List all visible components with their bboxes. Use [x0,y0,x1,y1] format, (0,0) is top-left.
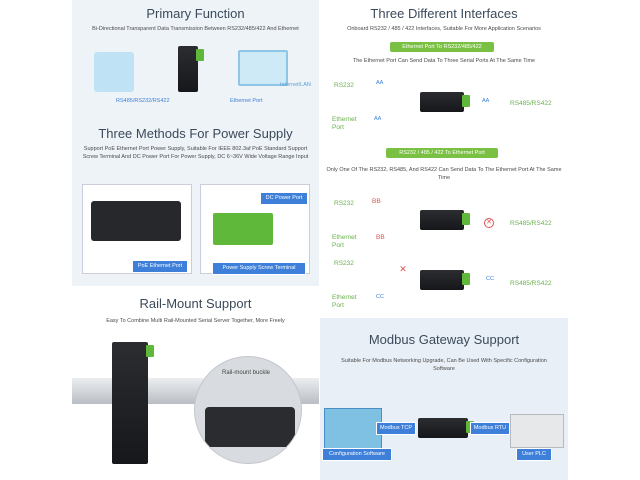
desc-ethernet-to-serial: The Ethernet Port Can Send Data To Three… [352,58,536,64]
screw-terminal-label: Power Supply Screw Terminal [212,262,306,275]
aa-label-3: AA [482,98,490,104]
ethernet-label-1: Ethernet Port [332,116,357,131]
poe-device-image [91,201,181,241]
bb-label-1: BB [372,198,381,205]
rail-title: Rail-Mount Support [139,296,252,311]
rs485-label-3: RS485/RS422 [510,280,552,287]
primary-subtitle: Bi-Directional Transparent Data Transmis… [92,26,299,32]
interfaces-subtitle: Onboard RS232 / 485 / 422 Interfaces, Su… [347,26,541,32]
modbus-device [418,418,474,438]
tag-serial-to-ethernet: RS232 / 485 / 422 To Ethernet Port [386,148,498,158]
power-subtitle: Support PoE Ethernet Port Power Supply, … [82,146,309,160]
buckle-image [205,407,295,447]
buckle-label: Rail-mount buckle [222,370,271,376]
server-device [178,46,204,92]
tag-ethernet-to-serial: Ethernet Port To RS232/485/422 [390,42,494,52]
rs232-label-3: RS232 [334,260,354,267]
interfaces-title: Three Different Interfaces [370,6,518,21]
ethernet-label-2: Ethernet Port [332,234,357,249]
modbus-subtitle: Suitable For Modbus Networking Upgrade, … [341,358,547,372]
left-serial-label: RS485/RS232/RS422 [116,98,170,104]
rs232-label-2: RS232 [334,200,354,207]
config-software-label: Configuration Software [322,448,392,461]
user-plc-label: User PLC [516,448,552,461]
plc-image [510,414,564,448]
blocked-icon-2: ✕ [399,264,407,274]
serial-device-illustration [94,52,134,92]
rs232-label-1: RS232 [334,82,354,89]
primary-function-panel: Primary Function Bi-Directional Transpar… [72,0,319,118]
rs485-label-1: RS485/RS422 [510,100,552,107]
interface-device-2 [420,210,470,230]
monitor-illustration [238,50,288,86]
power-supply-panel: Three Methods For Power Supply Support P… [72,118,319,286]
modbus-rtu-label: Modbus RTU [470,422,510,435]
rs485-label-2: RS485/RS422 [510,220,552,227]
screw-terminal-image [213,213,273,245]
modbus-title: Modbus Gateway Support [368,332,520,347]
rail-mount-panel: Rail-Mount Support Easy To Combine Multi… [72,286,319,480]
aa-label-2: AA [374,116,382,122]
cc-label-2: CC [486,276,494,282]
right-ethernet-label: Ethernet Port [230,98,263,104]
lan-label: Internet/LAN [280,82,311,88]
rail-subtitle: Easy To Combine Multi Rail-Mounted Seria… [106,318,285,324]
poe-ethernet-label: PoE Ethernet Port [132,260,188,273]
interfaces-panel: Three Different Interfaces Onboard RS232… [320,0,568,318]
blocked-icon-1: ✕ [484,218,494,228]
interface-device-1 [420,92,470,112]
modbus-panel: Modbus Gateway Support Suitable For Modb… [320,318,568,480]
modbus-tcp-label: Modbus TCP [376,422,416,435]
cc-label-1: CC [376,294,384,300]
ethernet-label-3: Ethernet Port [332,294,357,309]
desc-serial-to-ethernet: Only One Of The RS232, RS485, And RS422 … [326,167,562,181]
poe-photo [82,184,192,274]
power-title: Three Methods For Power Supply [98,126,293,141]
rail-server-device [112,342,154,464]
dc-power-label: DC Power Port [260,192,308,205]
bb-label-2: BB [376,234,385,241]
buckle-closeup [194,356,302,464]
primary-title: Primary Function [146,6,245,21]
config-software-image [324,408,382,452]
interface-device-3 [420,270,470,290]
aa-label-1: AA [376,80,384,86]
